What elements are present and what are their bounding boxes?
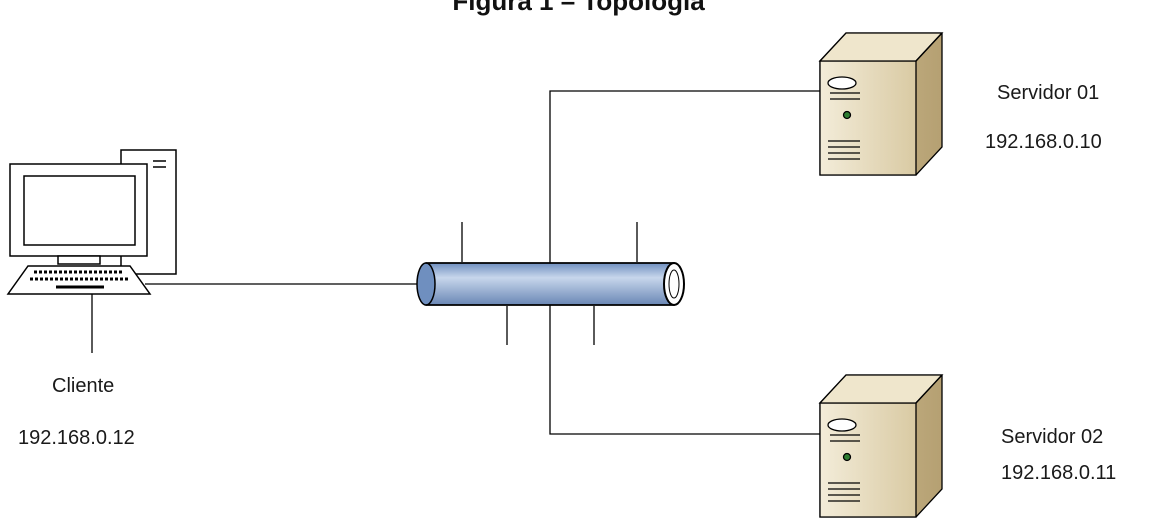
tower-server-icon <box>818 374 944 518</box>
tower-server-icon <box>818 32 944 176</box>
bus-to-server2-link <box>549 284 890 435</box>
server2-name-label: Servidor 02 <box>1001 426 1104 448</box>
client-ip-label: 192.168.0.12 <box>18 427 135 449</box>
diagram-title: Figura 1 – Topologia <box>452 0 705 16</box>
desktop-computer-icon <box>6 149 177 295</box>
connection-lines <box>91 90 890 435</box>
server2-ip-label: 192.168.0.11 <box>1001 462 1117 484</box>
bus-to-server1-link <box>549 90 890 284</box>
network-bus-icon <box>416 262 685 306</box>
client-name-label: Cliente <box>52 375 115 397</box>
server1-ip-label: 192.168.0.10 <box>985 131 1102 153</box>
server1-name-label: Servidor 01 <box>997 82 1100 104</box>
